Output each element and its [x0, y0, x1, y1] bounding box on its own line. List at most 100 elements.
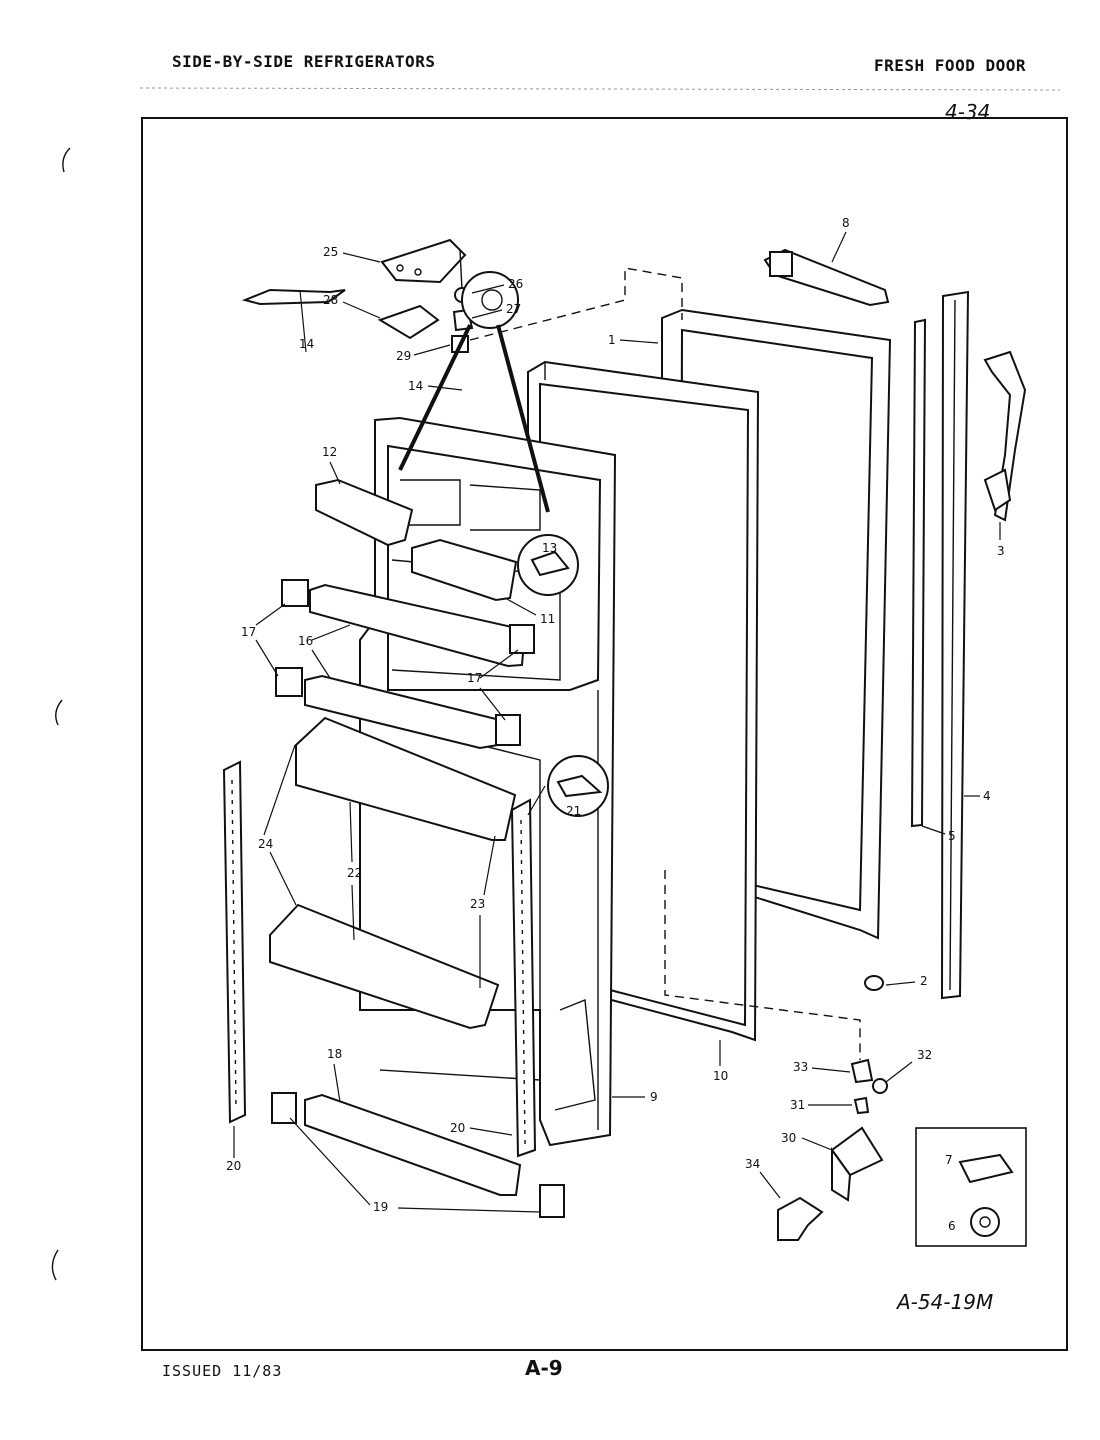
callout-31: 31 — [790, 1098, 852, 1112]
svg-text:14: 14 — [299, 337, 314, 351]
callout-17-left: 17 — [241, 603, 286, 677]
svg-text:33: 33 — [793, 1060, 808, 1074]
footer-page-code: A-9 — [525, 1356, 563, 1380]
callout-2: 2 — [885, 974, 928, 988]
callout-28: 28 — [323, 293, 381, 319]
callout-20-left: 20 — [226, 1126, 241, 1173]
header-right-title: FRESH FOOD DOOR — [874, 56, 1026, 75]
svg-text:22: 22 — [347, 866, 362, 880]
callout-6: 6 — [948, 1219, 956, 1233]
hinge-plate-28 — [377, 304, 440, 340]
top-hinge-part-8 — [763, 248, 890, 307]
svg-text:11: 11 — [540, 612, 555, 626]
callout-21: 21 — [527, 785, 581, 818]
callout-5: 5 — [921, 825, 956, 843]
bottom-hinge-30 — [830, 1126, 884, 1202]
inset-box — [915, 1127, 1027, 1247]
callout-11: 11 — [504, 597, 555, 626]
svg-text:6: 6 — [948, 1219, 956, 1233]
cap-14-left — [241, 288, 346, 306]
vertical-rail-20-left — [222, 760, 247, 1124]
svg-text:23: 23 — [470, 897, 485, 911]
callout-4: 4 — [964, 789, 991, 803]
pin-31 — [853, 1096, 870, 1115]
callout-14-knob: 14 — [408, 379, 463, 393]
callout-25: 25 — [323, 245, 381, 263]
callout-17-right: 17 — [467, 649, 519, 721]
header-left-title: SIDE-BY-SIDE REFRIGERATORS — [172, 52, 436, 71]
callout-12: 12 — [322, 445, 341, 485]
footer-issued: ISSUED 11/83 — [162, 1362, 283, 1380]
nut-6 — [970, 1207, 1000, 1237]
svg-text:20: 20 — [450, 1121, 465, 1135]
drawing-number: A-54-19M — [897, 1290, 994, 1314]
svg-text:24: 24 — [258, 837, 273, 851]
svg-text:18: 18 — [327, 1047, 342, 1061]
bushing-33 — [850, 1058, 874, 1084]
callout-16: 16 — [298, 624, 351, 679]
callout-13: 13 — [542, 541, 557, 555]
callout-19: 19 — [289, 1117, 541, 1214]
callout-33: 33 — [793, 1060, 851, 1074]
callout-29: 29 — [396, 344, 451, 363]
bracket-19-left — [271, 1092, 297, 1124]
svg-text:4: 4 — [983, 789, 991, 803]
svg-text:34: 34 — [745, 1157, 760, 1171]
svg-text:28: 28 — [323, 293, 338, 307]
detail-21-pin — [547, 755, 609, 817]
shelf-bar-11 — [411, 538, 518, 602]
svg-text:14: 14 — [408, 379, 423, 393]
detail-13-button — [517, 534, 579, 596]
svg-text:31: 31 — [790, 1098, 805, 1112]
svg-text:17: 17 — [241, 625, 256, 639]
vertical-rail-20-right — [510, 798, 537, 1158]
callout-32: 32 — [885, 1048, 932, 1083]
margin-mark — [55, 699, 63, 726]
door-bin-22-upper — [295, 716, 517, 841]
plug-2 — [864, 975, 884, 991]
bracket-17 — [275, 579, 535, 746]
callout-26: 26 — [471, 277, 523, 294]
svg-text:17: 17 — [467, 671, 482, 685]
bottom-rail-18 — [304, 1093, 522, 1196]
svg-text:13: 13 — [542, 541, 557, 555]
svg-text:26: 26 — [508, 277, 523, 291]
svg-text:19: 19 — [373, 1200, 388, 1214]
svg-text:32: 32 — [917, 1048, 932, 1062]
svg-text:20: 20 — [226, 1159, 241, 1173]
cap-7 — [958, 1153, 1014, 1184]
alignment-line-bottom — [664, 870, 861, 1060]
alignment-line-top — [469, 267, 683, 341]
detail-14-knob — [398, 271, 550, 513]
door-handle — [983, 350, 1027, 522]
svg-text:7: 7 — [945, 1153, 953, 1167]
callout-27: 27 — [471, 302, 521, 319]
callout-34: 34 — [745, 1157, 781, 1199]
svg-text:16: 16 — [298, 634, 313, 648]
washer-32 — [872, 1078, 888, 1094]
svg-text:29: 29 — [396, 349, 411, 363]
callout-22: 22 — [347, 801, 362, 941]
callout-8: 8 — [831, 216, 850, 263]
handwritten-page-number: 4-34 — [945, 100, 991, 124]
callout-9: 9 — [612, 1090, 658, 1104]
callout-10: 10 — [713, 1040, 728, 1083]
callout-20-right: 20 — [450, 1121, 513, 1136]
svg-text:5: 5 — [948, 829, 956, 843]
bracket-19-right — [539, 1184, 565, 1218]
callout-3: 3 — [997, 522, 1005, 558]
hinge-plate-25 — [380, 238, 467, 291]
svg-text:8: 8 — [842, 216, 850, 230]
callout-7: 7 — [945, 1153, 953, 1167]
margin-mark — [62, 147, 71, 173]
svg-text:1: 1 — [608, 333, 616, 347]
svg-text:25: 25 — [323, 245, 338, 259]
bracket-34 — [777, 1196, 824, 1241]
margin-mark — [51, 1249, 59, 1281]
shelf-rail-16-upper — [309, 583, 527, 668]
svg-text:12: 12 — [322, 445, 337, 459]
trim-strip — [940, 290, 970, 1000]
callout-1: 1 — [608, 333, 659, 347]
callout-14-left: 14 — [299, 289, 314, 353]
